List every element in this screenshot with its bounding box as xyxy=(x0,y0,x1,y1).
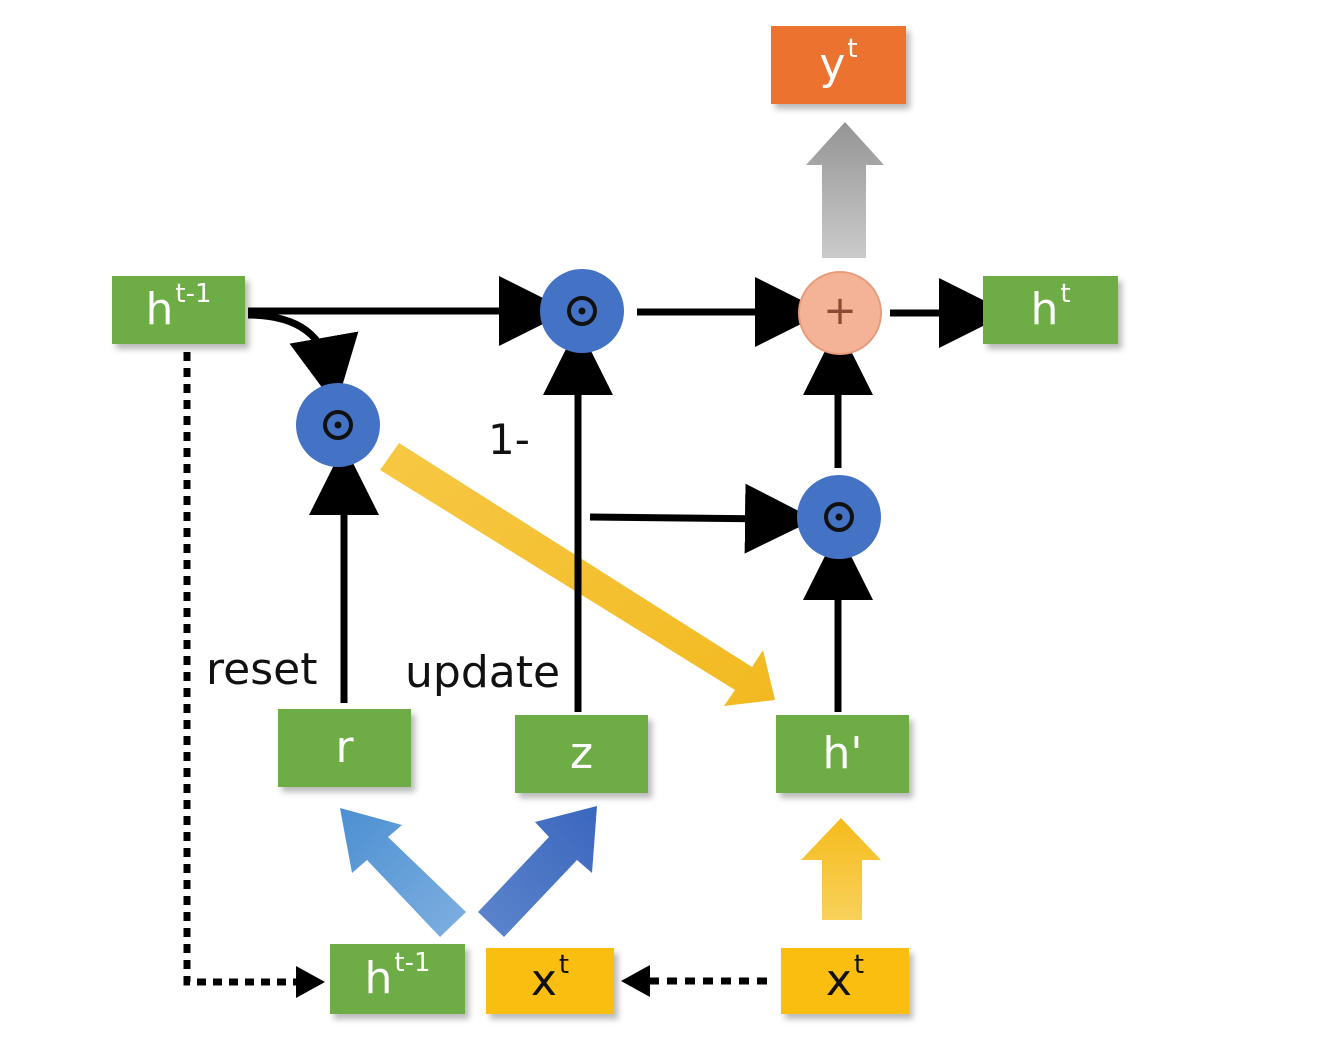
h-prev-top-sup: t-1 xyxy=(175,279,212,309)
h-out-base: h xyxy=(1030,284,1059,335)
x-right-base: x xyxy=(825,955,852,1006)
multiply-icon xyxy=(323,410,353,440)
one-minus-label: 1- xyxy=(488,415,530,464)
y-out-sup: t xyxy=(847,34,858,64)
multiply-icon xyxy=(567,296,597,326)
update-gate-label: z xyxy=(569,728,594,779)
h-prev-bottom-base: h xyxy=(364,953,393,1004)
right-multiply-node xyxy=(797,475,881,559)
plus-icon: + xyxy=(823,288,857,334)
top-multiply-node xyxy=(540,269,624,353)
y-out-base: y xyxy=(819,39,846,90)
h-to-update-arrow xyxy=(478,806,597,937)
h-prev-top-base: h xyxy=(145,284,174,335)
x-to-candidate-arrow xyxy=(801,818,881,920)
reset-multiply-node xyxy=(296,383,380,467)
h-out-sup: t xyxy=(1060,279,1071,309)
update-label: update xyxy=(405,647,561,698)
reset-gate-label: r xyxy=(335,722,354,773)
reset-gate-box: r xyxy=(278,709,411,787)
x-mid-sup: t xyxy=(558,950,570,980)
x-right-sup: t xyxy=(853,950,865,980)
multiply-icon xyxy=(824,502,854,532)
h-prev-bottom-sup: t-1 xyxy=(394,948,431,978)
output-arrow xyxy=(806,122,884,258)
candidate-box: h' xyxy=(776,715,909,793)
add-node: + xyxy=(798,271,882,355)
reset-label: reset xyxy=(206,644,318,695)
candidate-label: h' xyxy=(822,728,863,779)
x-mid-base: x xyxy=(530,955,557,1006)
h-to-reset-arrow xyxy=(340,808,466,937)
update-gate-box: z xyxy=(515,715,648,793)
